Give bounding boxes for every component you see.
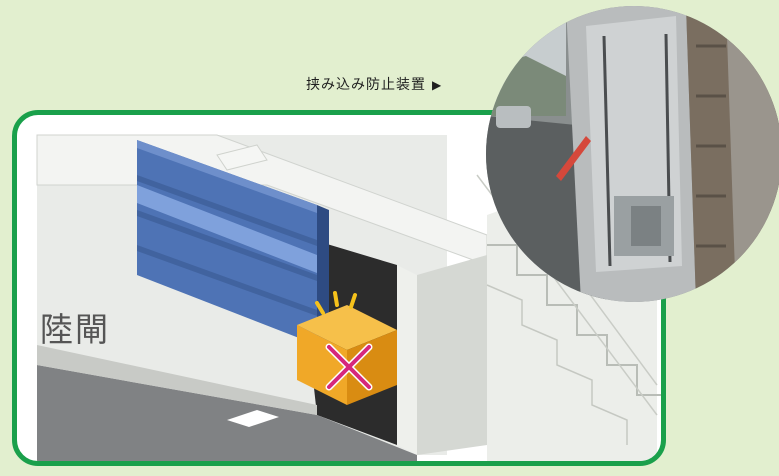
floodgate-label: 陸閘 [40, 310, 110, 349]
anti-pinch-device-photo [486, 6, 779, 302]
anti-pinch-device-caption: 挟み込み防止装置 ▶ [306, 74, 442, 94]
anti-pinch-device-label: 挟み込み防止装置 [306, 77, 426, 93]
right-triangle-arrow-icon: ▶ [432, 78, 443, 92]
warning-ray-icon [315, 291, 357, 315]
cross-mark-icon [325, 343, 373, 391]
